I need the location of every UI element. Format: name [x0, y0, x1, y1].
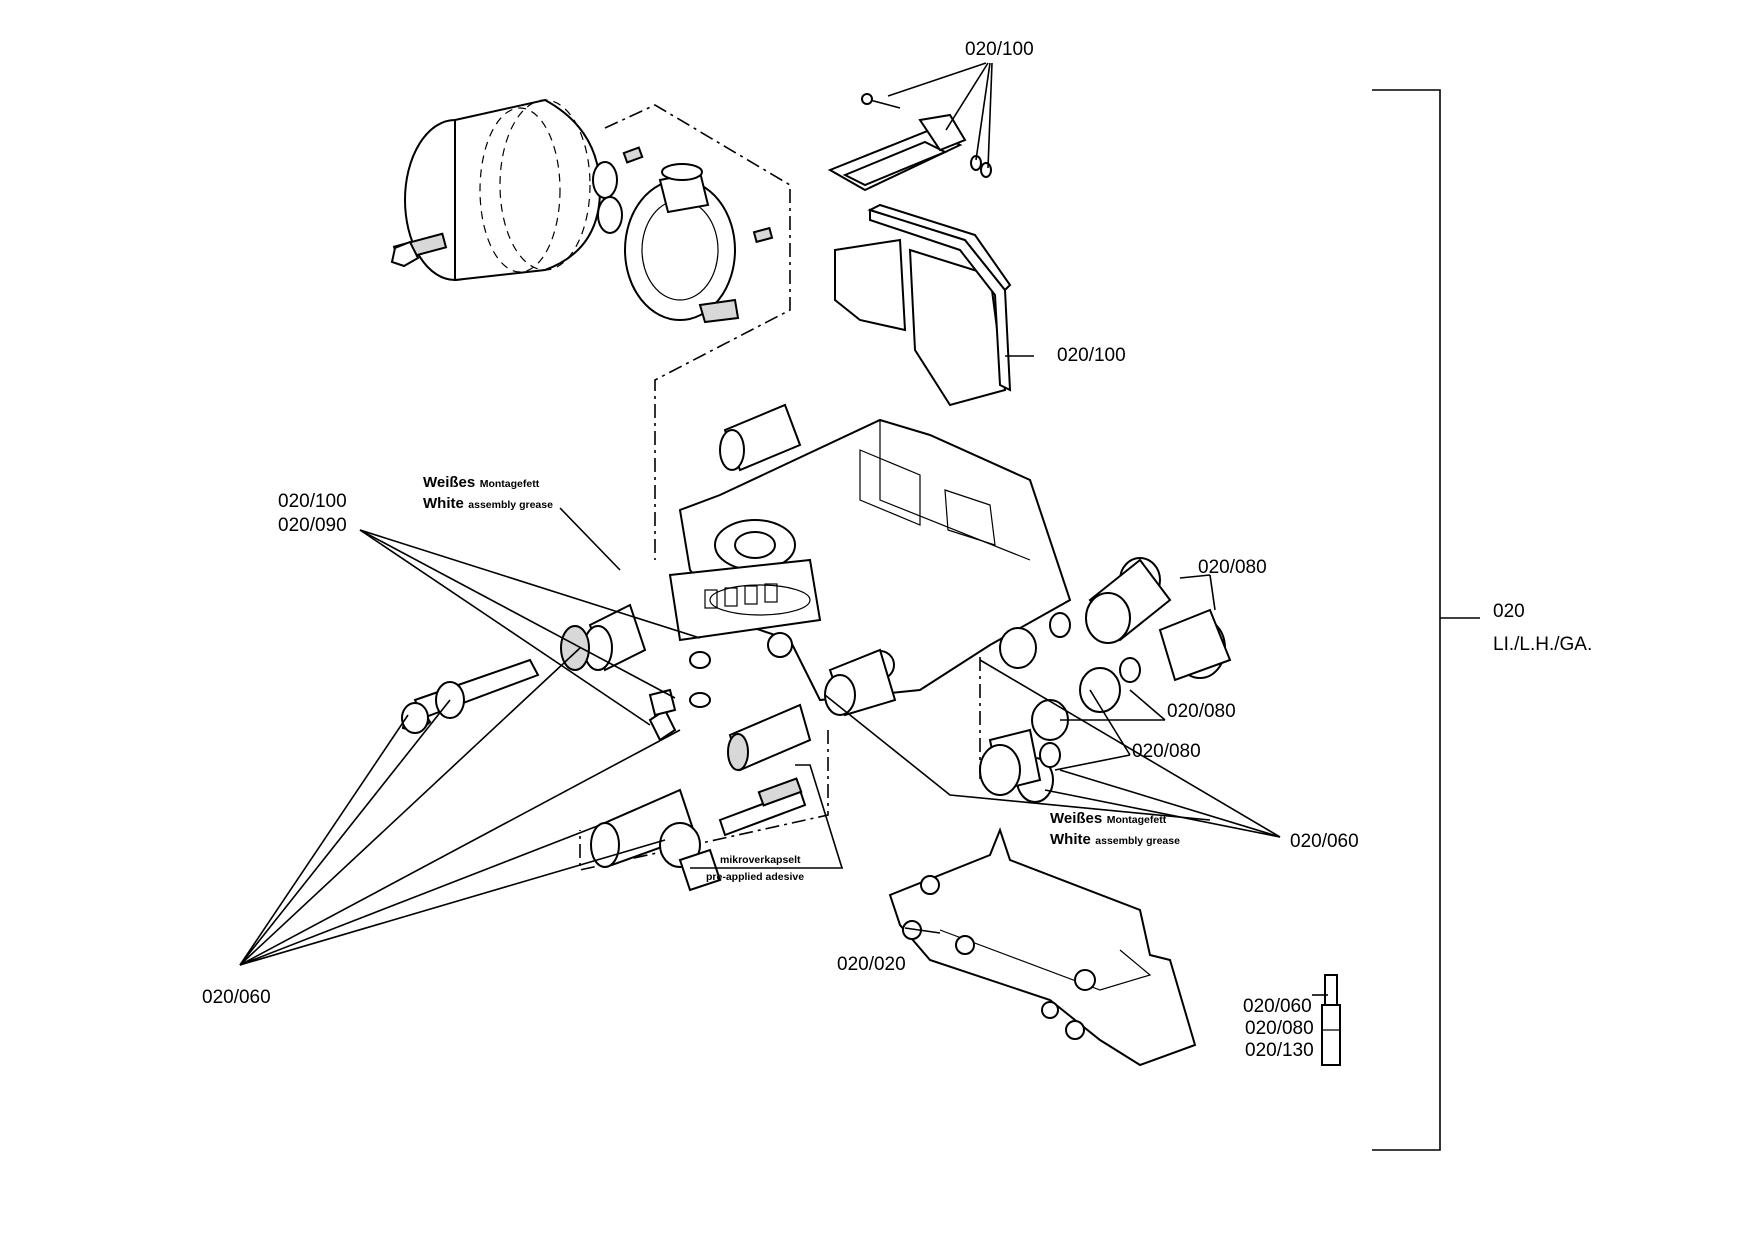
chamber-housing	[624, 163, 774, 324]
note-grease-top-en-big: White	[423, 494, 464, 512]
label-pad-clip: 020/100	[965, 39, 1034, 60]
label-assembly-number: 020	[1493, 601, 1525, 622]
note-grease-bottom-de-big: Weißes	[1050, 810, 1103, 827]
note-adhesive-de: mikroverkapselt	[720, 854, 801, 866]
brake-pads	[834, 203, 1012, 407]
label-kit-2: 020/080	[1245, 1018, 1314, 1039]
note-grease-top-de-small: Montagefett	[479, 478, 540, 490]
label-right-upper: 020/080	[1198, 557, 1267, 578]
label-kit-1: 020/060	[1243, 996, 1312, 1017]
label-left-upper-2: 020/090	[278, 515, 347, 536]
note-grease-bottom-en-small: assembly grease	[1095, 834, 1180, 847]
piston-boots	[979, 557, 1232, 803]
label-right-mid-1: 020/080	[1167, 701, 1236, 722]
note-grease-top-en-small: assembly grease	[468, 498, 553, 511]
label-kit-3: 020/130	[1245, 1040, 1314, 1061]
label-brake-pad: 020/100	[1057, 345, 1126, 366]
repair-kit-pin	[1321, 974, 1341, 1066]
note-grease-bottom: Weißes Montagefett White assembly grease	[1050, 811, 1180, 849]
label-right-mid-2: 020/080	[1132, 741, 1201, 762]
note-grease-top-de-big: Weißes	[423, 474, 476, 491]
label-left-upper-1: 020/100	[278, 491, 347, 512]
note-grease-bottom-en-big: White	[1050, 830, 1091, 848]
note-adhesive-en: pre-applied adesive	[706, 871, 805, 884]
label-left-lower: 020/060	[202, 987, 271, 1008]
pad-retaining-clip	[827, 93, 992, 192]
label-assembly-variant: LI./L.H./GA.	[1493, 634, 1593, 655]
label-carrier: 020/020	[837, 954, 906, 975]
caliper-body	[668, 418, 1072, 702]
leader-lines	[239, 62, 1328, 996]
guide-components	[401, 403, 897, 892]
label-right-lower: 020/060	[1290, 831, 1359, 852]
assembly-bracket	[1372, 89, 1480, 1151]
note-adhesive: mikroverkapselt pre-applied adesive	[706, 854, 805, 884]
note-grease-top: Weißes Montagefett White assembly grease	[423, 475, 553, 513]
caliper-carrier	[888, 827, 1197, 1067]
note-grease-bottom-de-small: Montagefett	[1106, 814, 1167, 826]
brake-cylinder	[390, 98, 644, 282]
